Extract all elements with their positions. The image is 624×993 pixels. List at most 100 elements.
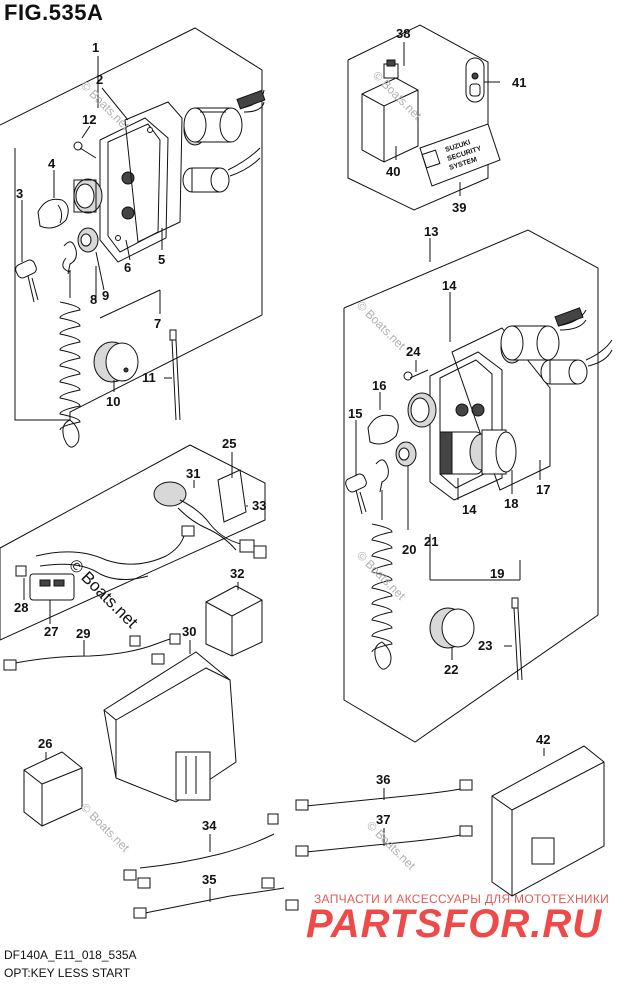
cap-15 xyxy=(367,414,399,445)
callout-19: 19 xyxy=(490,566,504,581)
figure-caption: OPT:KEY LESS START xyxy=(4,966,131,980)
callout-21: 21 xyxy=(424,534,438,549)
callout-8: 8 xyxy=(90,292,97,307)
cap-22 xyxy=(429,607,475,649)
harness-27 xyxy=(29,535,185,601)
model-code: DF140A_E11_018_535A xyxy=(4,948,137,962)
callout-37: 37 xyxy=(376,812,390,827)
callout-14-upper: 14 xyxy=(442,278,457,293)
callout-16: 16 xyxy=(372,378,386,393)
callout-15: 15 xyxy=(348,406,362,421)
fob-41 xyxy=(465,57,485,103)
callout-4: 4 xyxy=(48,156,56,171)
bezel-4 xyxy=(73,178,103,214)
callout-31: 31 xyxy=(186,466,200,481)
callout-9: 9 xyxy=(102,288,109,303)
wire-29 xyxy=(3,633,181,671)
callout-18: 18 xyxy=(504,496,518,511)
push-knob xyxy=(182,147,261,193)
key xyxy=(15,259,39,303)
callout-7: 7 xyxy=(154,316,161,331)
panel-plate-6 xyxy=(99,117,169,263)
callout-34: 34 xyxy=(202,818,217,833)
gasket-5 xyxy=(124,101,183,243)
panel-plate-17 xyxy=(429,351,503,501)
callout-17: 17 xyxy=(536,482,550,497)
harness-31 xyxy=(153,481,267,559)
callout-2: 2 xyxy=(96,72,103,87)
callout-33: 33 xyxy=(252,498,266,513)
key-lower xyxy=(345,473,367,515)
case-26 xyxy=(23,751,83,827)
callout-1: 1 xyxy=(92,40,99,55)
callout-23: 23 xyxy=(478,638,492,653)
wire-35 xyxy=(133,877,299,919)
label-33 xyxy=(217,469,247,523)
callout-36: 36 xyxy=(376,772,390,787)
callout-42: 42 xyxy=(536,732,550,747)
callout-28: 28 xyxy=(14,600,28,615)
callout-3: 3 xyxy=(16,186,23,201)
callout-20: 20 xyxy=(402,542,416,557)
leaders-group-13 xyxy=(355,238,541,660)
callout-39: 39 xyxy=(452,200,466,215)
callout-27: 27 xyxy=(44,624,58,639)
callout-24: 24 xyxy=(406,344,421,359)
watermark-5: © Boats.net xyxy=(78,800,133,855)
knob-upper xyxy=(540,339,613,385)
switch-assembly xyxy=(183,89,266,146)
figure-title: FIG.535A xyxy=(4,0,104,25)
callout-38: 38 xyxy=(396,26,410,41)
callout-13: 13 xyxy=(424,224,438,239)
cable-tie-23 xyxy=(511,597,523,681)
nut-21 xyxy=(395,441,417,467)
callout-41: 41 xyxy=(512,75,526,90)
callout-5: 5 xyxy=(158,252,165,267)
switch-14-lower xyxy=(439,429,517,475)
wire-34 xyxy=(123,813,279,889)
group-box-harness xyxy=(0,444,266,641)
lanyard-20 xyxy=(371,459,393,670)
callout-35: 35 xyxy=(202,872,216,887)
cover-32 xyxy=(205,585,263,657)
callout-22: 22 xyxy=(444,662,458,677)
callout-14-lower: 14 xyxy=(462,502,477,517)
bezel-16 xyxy=(407,392,437,428)
callout-30: 30 xyxy=(182,624,196,639)
group-box-key-less-start xyxy=(343,229,599,743)
group-box-security xyxy=(347,24,489,211)
bracket-30 xyxy=(103,651,237,803)
callout-40: 40 xyxy=(386,164,400,179)
nut-9 xyxy=(77,227,99,253)
lanyard-8 xyxy=(59,241,81,448)
watermark-4: © Boats.net xyxy=(354,548,409,603)
callout-26: 26 xyxy=(38,736,52,751)
watermark-3: © Boats.net xyxy=(354,298,409,353)
callout-10: 10 xyxy=(106,394,120,409)
watermark-center: © Boats.net xyxy=(65,555,142,632)
ecu-42 xyxy=(491,745,605,897)
wire-36 xyxy=(295,779,473,811)
wire-37 xyxy=(295,825,473,857)
cap-3 xyxy=(37,198,69,229)
module-40 xyxy=(361,59,419,163)
callout-25: 25 xyxy=(222,436,236,451)
leaders-security xyxy=(395,42,500,196)
cable-tie-11 xyxy=(169,329,181,421)
callout-32: 32 xyxy=(230,566,244,581)
callout-12: 12 xyxy=(82,112,96,127)
label-39: SUZUKI SECURITY SYSTEM xyxy=(419,123,501,187)
group-box-ignition xyxy=(0,27,263,421)
leaders-group-1 xyxy=(21,56,172,392)
connector-28 xyxy=(15,565,27,577)
brand-logo: PARTSFOR.RU xyxy=(306,902,603,946)
callout-6: 6 xyxy=(124,260,131,275)
brand-tagline: ЗАПЧАСТИ И АКСЕССУАРЫ ДЛЯ МОТОТЕХНИКИ xyxy=(314,892,610,906)
screw-12 xyxy=(73,141,97,159)
cap-10 xyxy=(93,341,139,383)
switch-14-upper xyxy=(500,307,587,364)
callout-11: 11 xyxy=(142,370,156,385)
callout-29: 29 xyxy=(76,626,90,641)
